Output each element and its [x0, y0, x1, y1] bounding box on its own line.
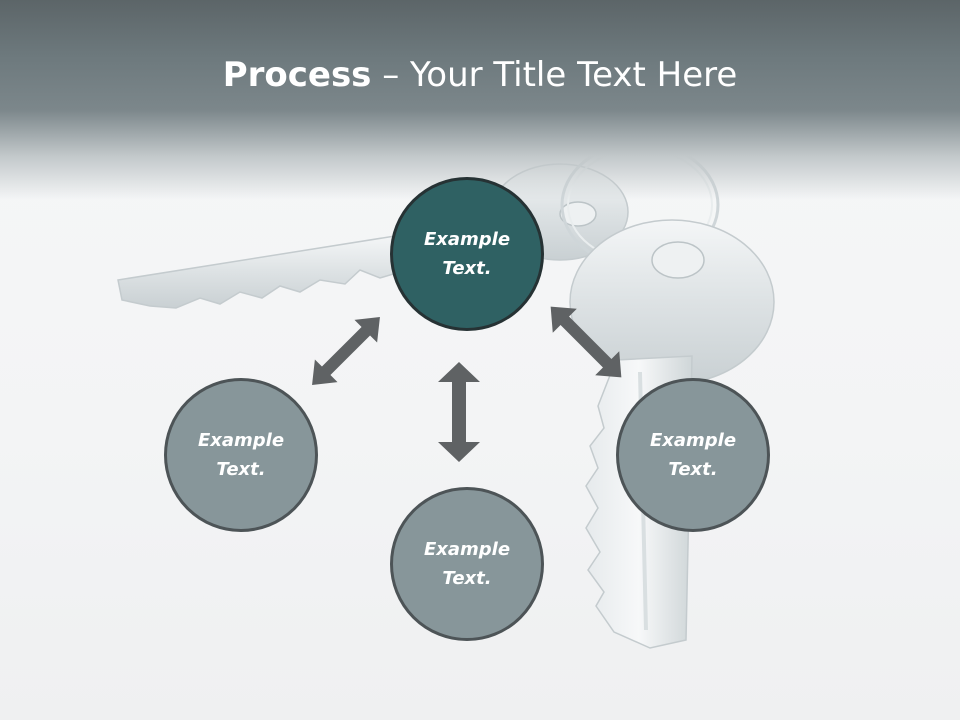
node-top: Example Text.: [390, 177, 544, 331]
title-rest: – Your Title Text Here: [371, 55, 738, 95]
slide-title: Process – Your Title Text Here: [0, 52, 960, 98]
node-right-label: Example Text.: [649, 430, 737, 480]
double-arrow-icon: [550, 306, 622, 378]
node-right: Example Text.: [616, 378, 770, 532]
node-top-label: Example Text.: [423, 229, 511, 279]
node-bottom-label: Example Text.: [423, 539, 511, 589]
double-arrow-icon: [438, 362, 480, 462]
double-arrow-icon: [312, 317, 380, 385]
node-left: Example Text.: [164, 378, 318, 532]
node-left-label: Example Text.: [197, 430, 285, 480]
node-bottom: Example Text.: [390, 487, 544, 641]
header-band: [0, 0, 960, 200]
title-bold: Process: [222, 55, 372, 95]
